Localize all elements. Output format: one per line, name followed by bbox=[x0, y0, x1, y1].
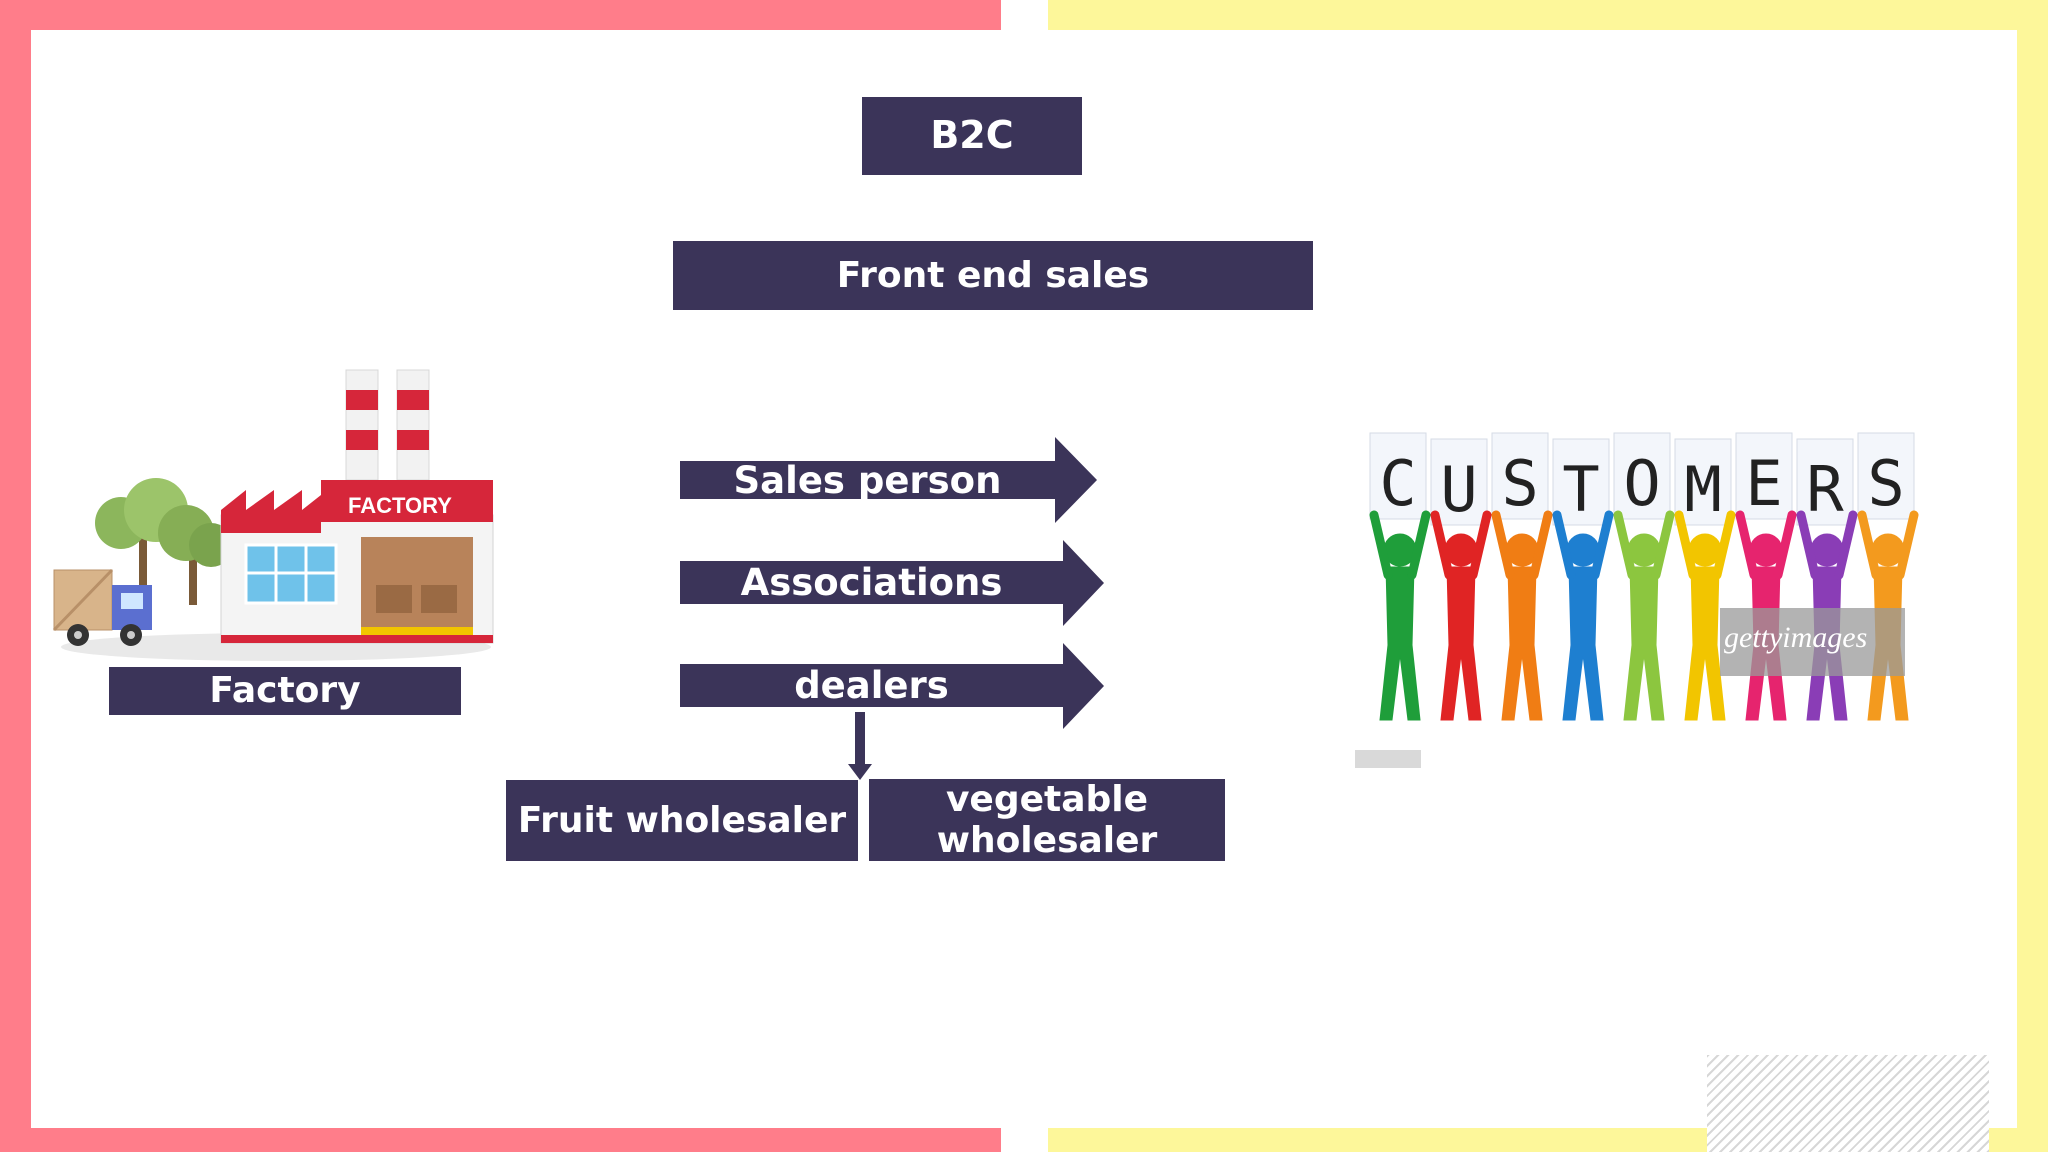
frame-left-bar bbox=[0, 0, 31, 1152]
customer-figure bbox=[1552, 510, 1614, 721]
vegetable-wholesaler-line2: wholesaler bbox=[936, 820, 1158, 861]
watermark-text: gettyimages bbox=[1724, 621, 1867, 654]
connector-dealers-down bbox=[848, 712, 872, 780]
frame-right-bar bbox=[2017, 0, 2048, 1152]
title-box-b2c: B2C bbox=[862, 97, 1082, 175]
letter-card bbox=[1613, 432, 1671, 520]
arrow-associations bbox=[680, 540, 1104, 626]
watermark-tag bbox=[1355, 750, 1421, 768]
fruit-wholesaler-label: Fruit wholesaler bbox=[517, 799, 847, 841]
letter-card-text: T bbox=[1562, 453, 1599, 526]
customer-figure bbox=[1857, 510, 1919, 721]
letter-card-text: E bbox=[1745, 447, 1782, 520]
channel-label-associations: Associations bbox=[740, 561, 1003, 604]
letter-card bbox=[1796, 438, 1854, 526]
letter-card-text: U bbox=[1440, 453, 1477, 526]
letter-card bbox=[1430, 438, 1488, 526]
letter-card-text: O bbox=[1623, 447, 1660, 520]
arrow-sales-person bbox=[680, 437, 1097, 523]
letter-card bbox=[1857, 432, 1915, 520]
factory-sign-text: FACTORY bbox=[348, 493, 452, 518]
letter-card-text: R bbox=[1806, 453, 1844, 526]
subtitle-text: Front end sales bbox=[836, 254, 1150, 296]
frame-top-right-bar bbox=[1048, 0, 2048, 30]
customer-figure bbox=[1613, 510, 1675, 721]
frame-top-left-bar bbox=[0, 0, 1001, 30]
arrow-dealers bbox=[680, 643, 1104, 729]
subtitle-box-front-end-sales: Front end sales bbox=[673, 241, 1313, 310]
letter-card bbox=[1491, 432, 1549, 520]
factory-truck bbox=[52, 568, 152, 646]
frame-bottom-left-bar bbox=[0, 1128, 1001, 1152]
letter-card-text: S bbox=[1867, 447, 1904, 520]
title-text: B2C bbox=[930, 113, 1014, 158]
letter-card bbox=[1552, 438, 1610, 526]
letter-card bbox=[1369, 432, 1427, 520]
customer-figure bbox=[1369, 510, 1431, 721]
letter-card-text: C bbox=[1379, 447, 1416, 520]
channel-label-dealers: dealers bbox=[794, 664, 949, 707]
customers-figures bbox=[1369, 510, 1919, 721]
hatch-pattern bbox=[1707, 1055, 1989, 1152]
box-fruit-wholesaler: Fruit wholesaler bbox=[506, 780, 858, 861]
factory-label-box: Factory bbox=[109, 667, 461, 715]
vegetable-wholesaler-line1: vegetable bbox=[945, 778, 1149, 820]
letter-card bbox=[1674, 438, 1732, 526]
factory-label: Factory bbox=[209, 670, 361, 712]
customer-figure bbox=[1796, 510, 1858, 721]
customer-figure bbox=[1430, 510, 1492, 721]
factory-chimneys bbox=[345, 369, 430, 481]
box-vegetable-wholesaler: vegetable wholesaler bbox=[869, 779, 1225, 861]
letter-card bbox=[1735, 432, 1793, 520]
letter-card-text: S bbox=[1501, 447, 1538, 520]
watermark-band bbox=[1720, 608, 1905, 676]
factory-icon: FACTORY bbox=[52, 369, 494, 661]
factory-building: FACTORY bbox=[220, 480, 494, 644]
customer-figure bbox=[1674, 510, 1736, 721]
letter-card-text: M bbox=[1684, 453, 1721, 526]
channel-label-sales-person: Sales person bbox=[733, 458, 1002, 502]
customer-figure bbox=[1491, 510, 1553, 721]
